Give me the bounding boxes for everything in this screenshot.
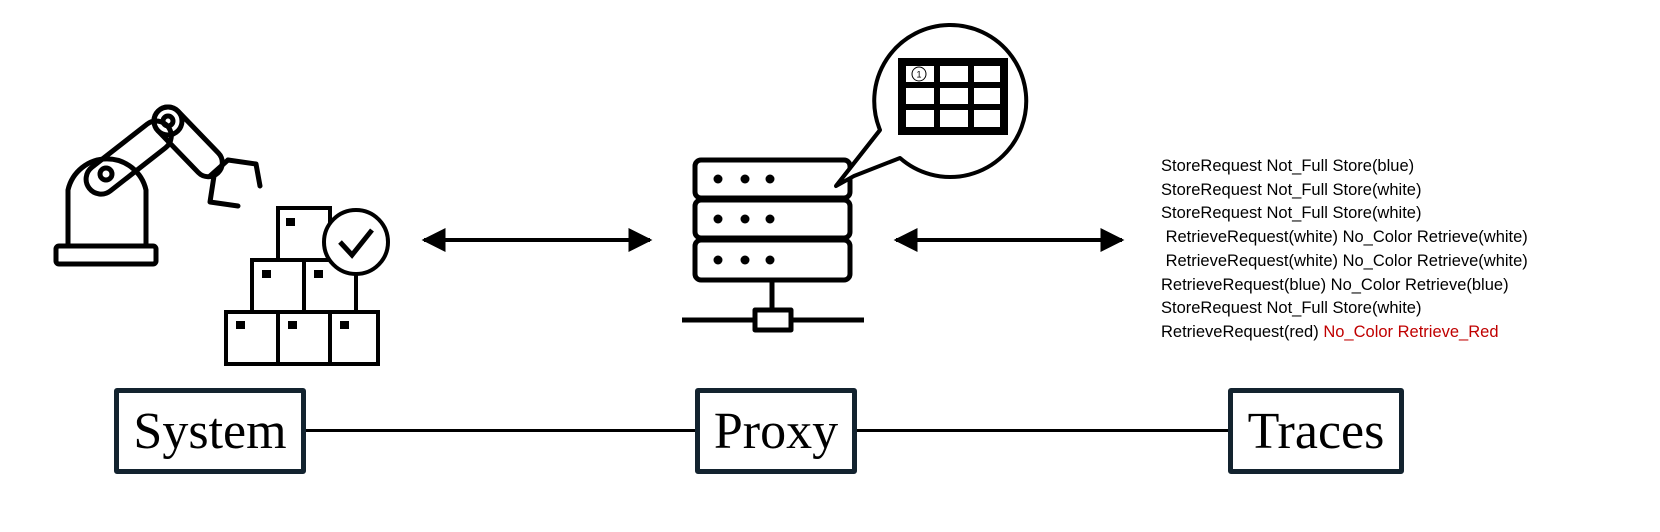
table-badge: 1: [916, 70, 921, 80]
trace-list: StoreRequest Not_Full Store(blue) StoreRe…: [1161, 155, 1528, 345]
trace-text: RetrieveRequest(blue) No_Color Retrieve(…: [1161, 275, 1509, 294]
trace-text: StoreRequest Not_Full Store(white): [1161, 204, 1422, 223]
boxes-check-icon: [224, 206, 390, 366]
trace-text: RetrieveRequest(red): [1161, 322, 1324, 341]
trace-text: RetrieveRequest(white) No_Color Retrieve…: [1161, 228, 1528, 247]
trace-line: RetrieveRequest(white) No_Color Retrieve…: [1161, 226, 1528, 250]
system-label: System: [133, 402, 287, 460]
trace-line: RetrieveRequest(red) No_Color Retrieve_R…: [1161, 321, 1528, 345]
system-proxy-connector: [306, 429, 695, 432]
server-leds: [713, 174, 775, 265]
proxy-label: Proxy: [713, 402, 839, 460]
proxy-label-box: Proxy: [695, 388, 857, 474]
system-label-box: System: [114, 388, 306, 474]
trace-text: RetrieveRequest(white) No_Color Retrieve…: [1161, 251, 1528, 270]
traces-label: Traces: [1247, 402, 1385, 460]
trace-line: StoreRequest Not_Full Store(white): [1161, 179, 1528, 203]
trace-line: RetrieveRequest(blue) No_Color Retrieve(…: [1161, 274, 1528, 298]
trace-text: StoreRequest Not_Full Store(white): [1161, 299, 1422, 318]
trace-highlight: No_Color Retrieve_Red: [1323, 322, 1499, 341]
bubble-tail: [834, 128, 882, 188]
trace-line: StoreRequest Not_Full Store(blue): [1161, 155, 1528, 179]
traces-label-box: Traces: [1228, 388, 1404, 474]
box-markers: [236, 218, 349, 329]
robot-arm-icon: [53, 104, 263, 267]
trace-text: StoreRequest Not_Full Store(white): [1161, 180, 1422, 199]
proxy-traces-connector: [857, 429, 1228, 432]
table-grid-icon: 1: [898, 58, 1008, 135]
trace-line: StoreRequest Not_Full Store(white): [1161, 297, 1528, 321]
trace-text: StoreRequest Not_Full Store(blue): [1161, 157, 1415, 175]
trace-line: StoreRequest Not_Full Store(white): [1161, 202, 1528, 226]
trace-line: RetrieveRequest(white) No_Color Retrieve…: [1161, 250, 1528, 274]
